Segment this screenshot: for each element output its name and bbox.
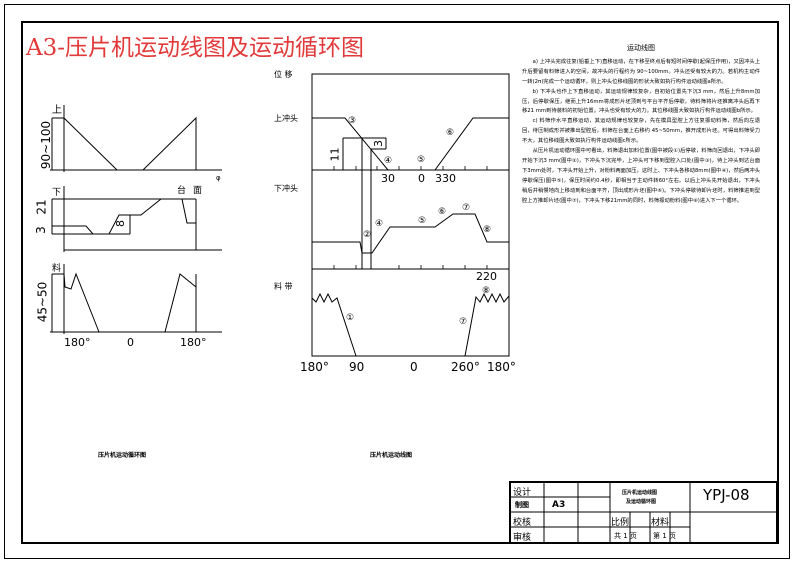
tb-size: A3 <box>552 500 566 510</box>
notes-paragraph: c) 料筛作水平直移运动，其运动规律也较复杂，先在模具型腔上方往复振动料筛，然后… <box>522 118 760 145</box>
tick-30: 30 <box>381 172 395 185</box>
marker-4: ④ <box>384 156 393 166</box>
marker-7-feeder: ⑦ <box>459 317 468 327</box>
c2-top-2: 面 <box>193 186 203 196</box>
left-caption: 压片机运动循环图 <box>98 452 147 459</box>
c3-label: 料 <box>52 264 62 274</box>
marker-1-feeder: ① <box>346 313 355 323</box>
tick-220: 220 <box>476 270 497 283</box>
bottom-tick-90: 90 <box>349 360 365 374</box>
bottom-tick-260: 260° <box>451 360 480 374</box>
row-lower-punch: 下冲头 <box>274 184 298 193</box>
marker-8-lower: ⑧ <box>483 225 492 235</box>
description-notes: 运动线图 a) 上冲头完成往复(铅垂上下)直移运动，在下移至终点后有短时间停歇(… <box>522 44 760 207</box>
c2-dim-3: 3 <box>33 226 48 234</box>
sheet-title: A3-压片机运动线图及运动循环图 <box>26 35 365 61</box>
marker-6: ⑥ <box>446 128 455 138</box>
main-caption: 压片机运动线图 <box>370 452 413 459</box>
tick-330: 330 <box>435 172 456 185</box>
feeder-cycle-chart <box>50 264 222 334</box>
notes-paragraph: b) 下冲头也作上下直移运动，其运动规律较复杂，自初始位置先下沉3 mm，然后上… <box>522 88 760 115</box>
title-block-lines <box>509 481 778 544</box>
tick-0: 0 <box>418 172 425 185</box>
tb-sheet-total: 共 1 页 <box>614 532 637 540</box>
notes-paragraph: a) 上冲头完成往复(铅垂上下)直移运动，在下移至终点后有短时间停歇(起保压作用… <box>522 58 760 85</box>
notes-heading: 运动线图 <box>627 44 655 52</box>
upper-punch-curve <box>312 117 509 171</box>
c2-dim-21: 21 <box>34 199 49 215</box>
lower-punch-cycle-chart <box>51 186 222 252</box>
tb-drawing-code: YPJ-08 <box>703 486 750 504</box>
bottom-tick-180-right: 180° <box>487 360 516 374</box>
c3-tick-180-left: 180° <box>64 336 91 349</box>
marker-7-lower: ⑦ <box>462 203 471 213</box>
c3-tick-180-right: 180° <box>180 336 207 349</box>
inner-border <box>21 21 779 544</box>
tb-sheet-num: 第 1 页 <box>653 532 676 540</box>
feeder-curve-right <box>464 292 510 357</box>
row-head: 位 移 <box>274 70 293 79</box>
bottom-tick-180-left: 180° <box>300 360 329 374</box>
marker-5-lower: ⑤ <box>418 216 427 226</box>
tb-material: 材料 <box>651 518 670 528</box>
c2-label: 下 <box>52 188 62 198</box>
tb-review: 审核 <box>513 533 532 543</box>
tb-scale: 比例 <box>611 518 630 528</box>
bottom-tick-0: 0 <box>410 360 418 374</box>
marker-3: ③ <box>348 116 357 126</box>
lower-punch-curve <box>312 213 509 254</box>
tb-check: 校核 <box>513 518 532 528</box>
row-feeder: 料 带 <box>274 282 293 291</box>
c1-dim: 90~100 <box>39 120 54 170</box>
dim-11: 11 <box>328 147 342 162</box>
tb-drawn: 制图 <box>515 501 529 509</box>
c3-dim: 45~50 <box>35 281 50 323</box>
marker-8-feeder: ⑧ <box>482 286 491 296</box>
tb-name-2: 及运动循环图 <box>626 499 657 505</box>
marker-6-lower: ⑥ <box>438 207 447 217</box>
marker-4-lower: ④ <box>375 219 384 229</box>
c1-label: 上 <box>52 105 62 116</box>
feeder-curve-left <box>311 292 357 357</box>
dim-3: 3 <box>372 140 385 147</box>
c3-tick-0: 0 <box>127 336 134 349</box>
outer-border <box>4 4 790 559</box>
c2-dim-8: 8 <box>114 220 127 227</box>
tb-name-1: 压片机运动线图 <box>622 490 658 496</box>
motion-diagram <box>311 73 510 357</box>
axis-unit: φ <box>216 174 221 182</box>
marker-2-lower: ② <box>363 230 372 240</box>
row-upper-punch: 上冲头 <box>274 114 298 123</box>
marker-5: ⑤ <box>417 155 426 165</box>
c2-top-1: 台 <box>177 186 187 196</box>
upper-punch-cycle-chart <box>50 105 222 172</box>
tb-design: 设计 <box>513 488 532 498</box>
notes-paragraph: 从压片机运动循环图中可看出，料筛退出加料位置(图中被段①)后停歇，料筛向回退出，… <box>522 148 760 204</box>
